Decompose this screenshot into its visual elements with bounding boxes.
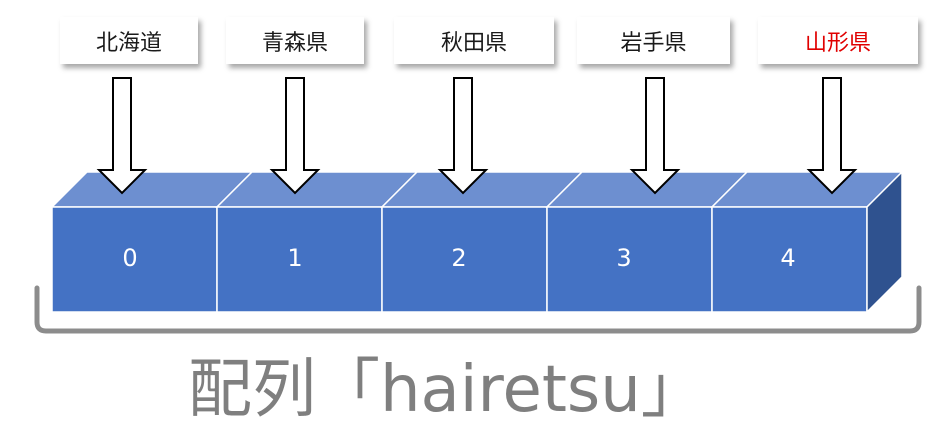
array-bracket — [34, 285, 922, 334]
label-box-3: 岩手県 — [577, 17, 730, 64]
label-text-3: 岩手県 — [620, 30, 687, 56]
arrow-2 — [437, 77, 489, 195]
cell-1-front — [216, 206, 383, 313]
cell-4-side — [866, 170, 903, 314]
arrow-1 — [269, 77, 321, 195]
cell-2-shape — [380, 171, 584, 313]
label-box-0: 北海道 — [60, 17, 198, 64]
cell-index-2: 2 — [451, 244, 467, 272]
cell-index-1: 1 — [287, 244, 303, 272]
cell-4-front — [711, 206, 868, 313]
cell-index-4: 4 — [780, 244, 796, 272]
label-text-1: 青森県 — [261, 30, 328, 56]
cell-4-shape — [710, 170, 904, 314]
cell-3-shape — [545, 171, 749, 313]
arrow-4 — [806, 77, 858, 195]
label-box-4: 山形県 — [758, 17, 918, 64]
arrow-0 — [96, 77, 148, 195]
label-box-1: 青森県 — [226, 17, 364, 64]
cell-0-front — [51, 206, 218, 313]
cell-0-shape — [50, 171, 254, 313]
cell-index-3: 3 — [616, 244, 632, 272]
cell-2-front — [381, 206, 548, 313]
arrow-3 — [629, 77, 681, 195]
cell-3-front — [546, 206, 713, 313]
array-caption: 配列「hairetsu」 — [188, 353, 705, 427]
cell-index-0: 0 — [122, 244, 138, 272]
label-text-0: 北海道 — [95, 30, 162, 56]
label-box-2: 秋田県 — [394, 17, 554, 64]
label-text-2: 秋田県 — [440, 30, 507, 56]
label-text-4: 山形県 — [804, 30, 871, 56]
cell-1-shape — [215, 171, 419, 313]
